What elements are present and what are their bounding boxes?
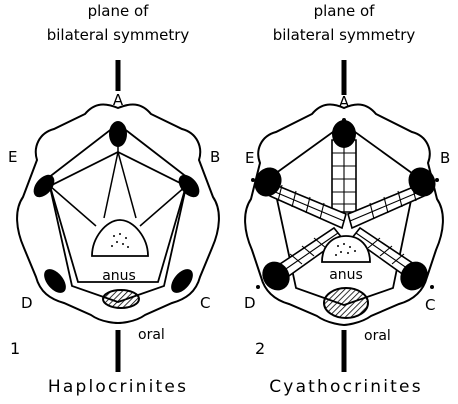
anus-opening-1 (103, 290, 139, 308)
genus-name-fig1: Haplocrinites (48, 379, 188, 396)
vertex-a-label-fig2: A (339, 95, 349, 110)
vertex-c-label-fig1: C (200, 296, 210, 311)
vertex-b-label-fig2: B (440, 151, 450, 166)
vertex-c-label-fig2: C (425, 298, 435, 313)
plane-label-line2-fig1: bilateral symmetry (47, 28, 190, 43)
anus-label-fig2: anus (329, 268, 363, 282)
ambulacrum-a-1 (109, 121, 127, 147)
vertex-e-label-fig1: E (8, 150, 17, 165)
vertex-b-label-fig1: B (210, 150, 220, 165)
ambulacrum-b-1 (175, 171, 204, 201)
oral-label-fig1: oral (138, 328, 165, 342)
plane-label-line1-fig1: plane of (88, 4, 149, 19)
anus-opening-2 (324, 288, 368, 318)
figure-number-2: 2 (255, 341, 265, 357)
vertex-e-label-fig2: E (245, 151, 254, 166)
plane-label-line1-fig2: plane of (314, 4, 375, 19)
plane-label-line2-fig2: bilateral symmetry (273, 28, 416, 43)
genus-name-fig2: Cyathocrinites (269, 379, 423, 396)
oral-pentagon-1 (50, 152, 186, 282)
oral-label-fig2: oral (364, 329, 391, 343)
vertex-d-label-fig1: D (21, 296, 33, 311)
anus-label-fig1: anus (102, 269, 136, 283)
ambulacrum-e-1 (30, 171, 59, 201)
vertex-d-label-fig2: D (244, 296, 256, 311)
figure-number-1: 1 (10, 341, 20, 357)
ambulacrum-a-2 (332, 120, 356, 148)
vertex-a-label-fig1: A (113, 93, 123, 108)
